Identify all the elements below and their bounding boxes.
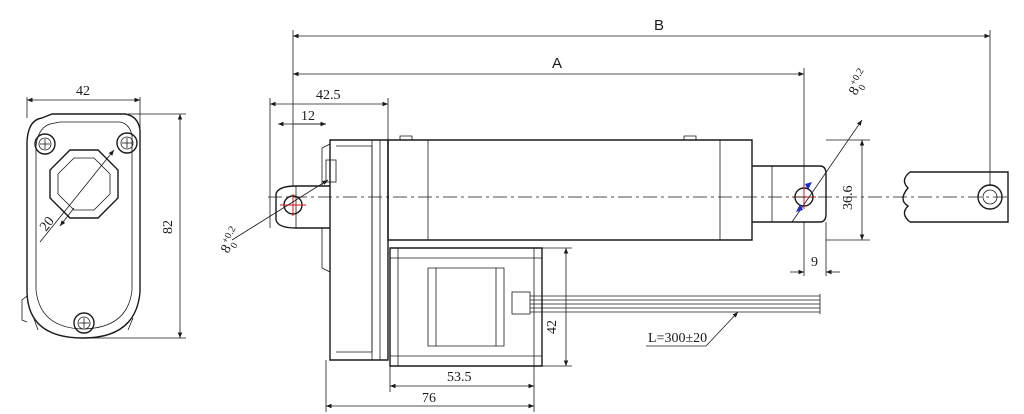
dim-motor-length: 53.5 bbox=[447, 370, 472, 385]
outer-tube bbox=[387, 139, 753, 241]
dim-A: A bbox=[552, 55, 562, 72]
dim-front-hole-tol-lower: 0 bbox=[857, 83, 869, 93]
end-view-housing-outline bbox=[26, 113, 141, 339]
motor-body bbox=[389, 247, 543, 367]
dim-rear-hole-offset: 12 bbox=[301, 109, 315, 124]
rear-clevis bbox=[275, 185, 330, 229]
dim-gearbox-to-motor: 76 bbox=[422, 391, 436, 406]
dim-end-square: 20 bbox=[37, 214, 57, 234]
end-view-octagon-outer bbox=[49, 149, 119, 219]
dim-rear-hole-tol-lower: 0 bbox=[229, 241, 241, 251]
end-view-octagon-inner bbox=[57, 157, 111, 211]
dim-end-width: 42 bbox=[76, 84, 90, 99]
dim-base-offset: 42.5 bbox=[316, 88, 341, 103]
dim-rod-end-height: 36.6 bbox=[841, 186, 856, 211]
screw-icon bbox=[116, 132, 138, 154]
side-view bbox=[268, 135, 1010, 367]
screw-icon bbox=[34, 133, 56, 155]
rod-end bbox=[752, 165, 827, 223]
dim-motor-height: 42 bbox=[545, 320, 560, 334]
dim-cable-length: L=300±20 bbox=[648, 331, 707, 346]
dim-rod-end-hole-offset: 9 bbox=[811, 255, 818, 270]
dimensions: B A 42.5 12 8 +0.2 0 8 +0.2 0 36 bbox=[218, 17, 991, 412]
dim-B: B bbox=[654, 17, 664, 34]
gearbox-housing bbox=[329, 139, 389, 361]
screw-icon bbox=[73, 312, 95, 334]
hole-arrow-markers bbox=[796, 182, 812, 212]
end-view: 42 82 20 bbox=[21, 84, 186, 339]
dim-end-height: 82 bbox=[161, 220, 176, 234]
extended-rod-end bbox=[902, 171, 1009, 223]
